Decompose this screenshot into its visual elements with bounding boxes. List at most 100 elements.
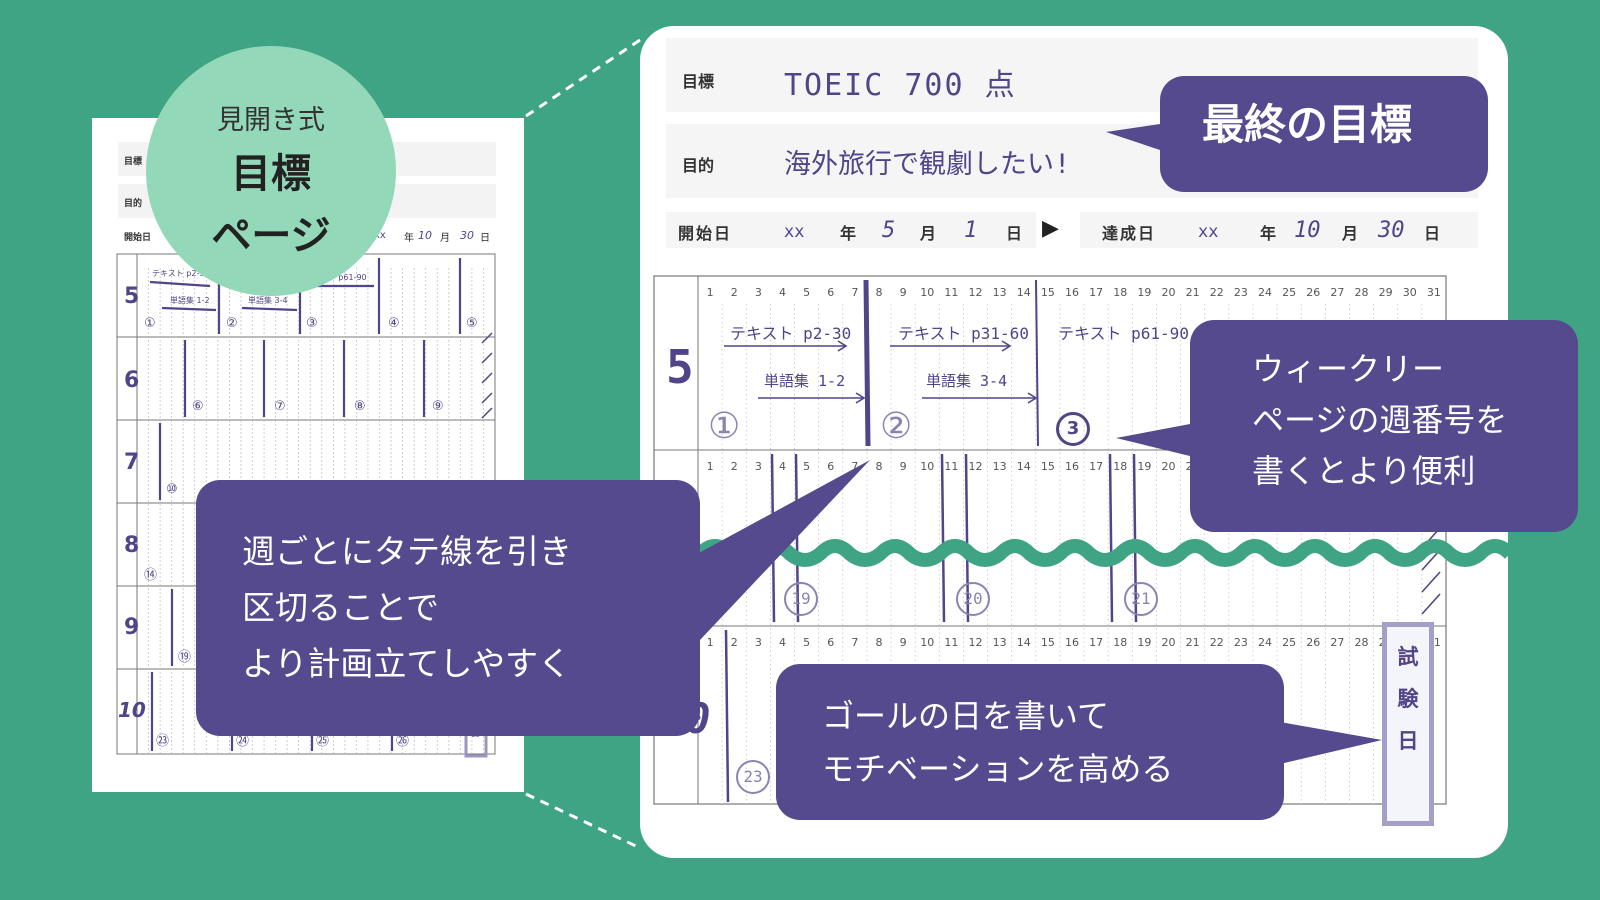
mini-month-8: 8 xyxy=(124,533,140,558)
day-number: 11 xyxy=(944,460,958,473)
achieve-month: 10 xyxy=(1294,218,1321,243)
day-number: 9 xyxy=(900,286,907,299)
day-number: 14 xyxy=(1017,636,1031,649)
callout-weekly: ウィークリー ページの週番号を 書くとより便利 xyxy=(1190,320,1578,532)
mini-week-24: ㉔ xyxy=(236,734,250,749)
mini-week-3: ③ xyxy=(306,316,318,331)
day-number: 28 xyxy=(1355,636,1369,649)
mini-week-25: ㉕ xyxy=(316,734,330,749)
goal-row: 目標 TOEIC 700 点 xyxy=(666,38,1478,112)
task-text-2: テキスト p31-60 xyxy=(898,324,1029,343)
day-number: 19 xyxy=(1137,286,1151,299)
day-number: 18 xyxy=(1113,460,1127,473)
mini-week-26: ㉖ xyxy=(396,734,410,749)
day-number: 29 xyxy=(1379,286,1393,299)
achieve-year: xx xyxy=(1198,222,1219,242)
day-number: 4 xyxy=(779,460,786,473)
achieve-date-box: 達成日 xx 年 10 月 30 日 xyxy=(1080,212,1478,248)
day-number: 10 xyxy=(920,286,934,299)
goal-value: TOEIC 700 点 xyxy=(784,68,1017,103)
day-number: 22 xyxy=(1210,636,1224,649)
day-number: 8 xyxy=(875,460,882,473)
day-number: 26 xyxy=(1306,636,1320,649)
mini-week-23: ㉓ xyxy=(156,734,170,749)
callout-weekly-text: ウィークリー ページの週番号を 書くとより便利 xyxy=(1252,350,1508,491)
week-23: 23 xyxy=(736,760,770,794)
mini-week-14: ⑭ xyxy=(144,568,158,583)
mini-week-10: ⑩ xyxy=(166,482,178,497)
day-number: 27 xyxy=(1330,286,1344,299)
start-year: xx xyxy=(784,222,805,242)
day-number: 18 xyxy=(1113,636,1127,649)
achieve-day-unit: 日 xyxy=(1424,224,1441,243)
day-number: 23 xyxy=(1234,636,1248,649)
day-number: 2 xyxy=(731,460,738,473)
day-number: 2 xyxy=(731,636,738,649)
achieve-label: 達成日 xyxy=(1102,224,1157,243)
achieve-month-unit: 月 xyxy=(1342,224,1359,243)
task-arrow-head xyxy=(837,340,848,352)
day-number: 17 xyxy=(1089,286,1103,299)
day-number: 17 xyxy=(1089,636,1103,649)
mini-end-day: 30 xyxy=(460,229,474,242)
mini-end-month-unit: 月 xyxy=(440,233,450,244)
day-number: 8 xyxy=(875,636,882,649)
badge-line-2: 目標 xyxy=(231,151,311,197)
task-text-3: テキスト p61-90 xyxy=(1058,324,1189,343)
day-number: 12 xyxy=(968,636,982,649)
week-divider xyxy=(863,279,871,447)
start-date-box: 開始日 xx 年 5 月 1 日 xyxy=(666,212,1036,248)
day-number: 31 xyxy=(1427,286,1441,299)
exam-char-2: 験 xyxy=(1397,687,1419,711)
day-number: 3 xyxy=(755,286,762,299)
badge-line-3: ページ xyxy=(211,213,331,259)
week-21: 21 xyxy=(1124,582,1158,616)
day-number: 4 xyxy=(779,286,786,299)
mini-end-month: 10 xyxy=(418,229,432,242)
exam-char-3: 日 xyxy=(1397,729,1419,753)
mini-week-9: ⑨ xyxy=(432,399,444,414)
task-word-2: 単語集 3-4 xyxy=(926,372,1008,390)
start-day: 1 xyxy=(964,218,978,243)
mini-goal-label: 目標 xyxy=(124,157,143,167)
mini-task-2: 単語集 1-2 xyxy=(170,296,210,305)
day-number: 9 xyxy=(900,460,907,473)
start-month-unit: 月 xyxy=(920,224,937,243)
day-number: 15 xyxy=(1041,286,1055,299)
day-number: 11 xyxy=(944,636,958,649)
day-number: 19 xyxy=(1137,460,1151,473)
mini-end-day-unit: 日 xyxy=(480,233,490,244)
task-arrow-head xyxy=(855,392,866,404)
day-number: 22 xyxy=(1210,286,1224,299)
mini-purpose-label: 目的 xyxy=(124,199,143,209)
day-number: 9 xyxy=(900,636,907,649)
day-number: 5 xyxy=(803,636,810,649)
day-number: 28 xyxy=(1355,286,1369,299)
callout-vertical-lines: 週ごとにタテ線を引き 区切ることで より計画立てしやすく xyxy=(196,480,700,736)
purpose-value: 海外旅行で観劇したい! xyxy=(784,149,1071,180)
week-3: 3 xyxy=(1056,412,1090,446)
week-2: ② xyxy=(880,406,913,447)
wave-break xyxy=(640,539,1508,567)
day-number: 13 xyxy=(993,460,1007,473)
day-number: 5 xyxy=(803,460,810,473)
week-divider xyxy=(1035,279,1039,447)
start-label: 開始日 xyxy=(678,224,733,243)
mini-month-7: 7 xyxy=(124,450,140,475)
hatch-mark xyxy=(1421,593,1441,615)
mini-week-8: ⑧ xyxy=(354,399,366,414)
day-number: 24 xyxy=(1258,636,1272,649)
day-number: 24 xyxy=(1258,286,1272,299)
day-number: 7 xyxy=(851,460,858,473)
week-1: ① xyxy=(708,406,741,447)
day-number: 2 xyxy=(731,286,738,299)
day-number: 16 xyxy=(1065,460,1079,473)
day-number: 21 xyxy=(1186,286,1200,299)
day-number: 30 xyxy=(1403,286,1417,299)
week-divider xyxy=(1108,453,1114,623)
mini-month-6: 6 xyxy=(124,368,140,393)
badge-line-1: 見開き式 xyxy=(217,105,325,136)
day-number: 1 xyxy=(707,460,714,473)
